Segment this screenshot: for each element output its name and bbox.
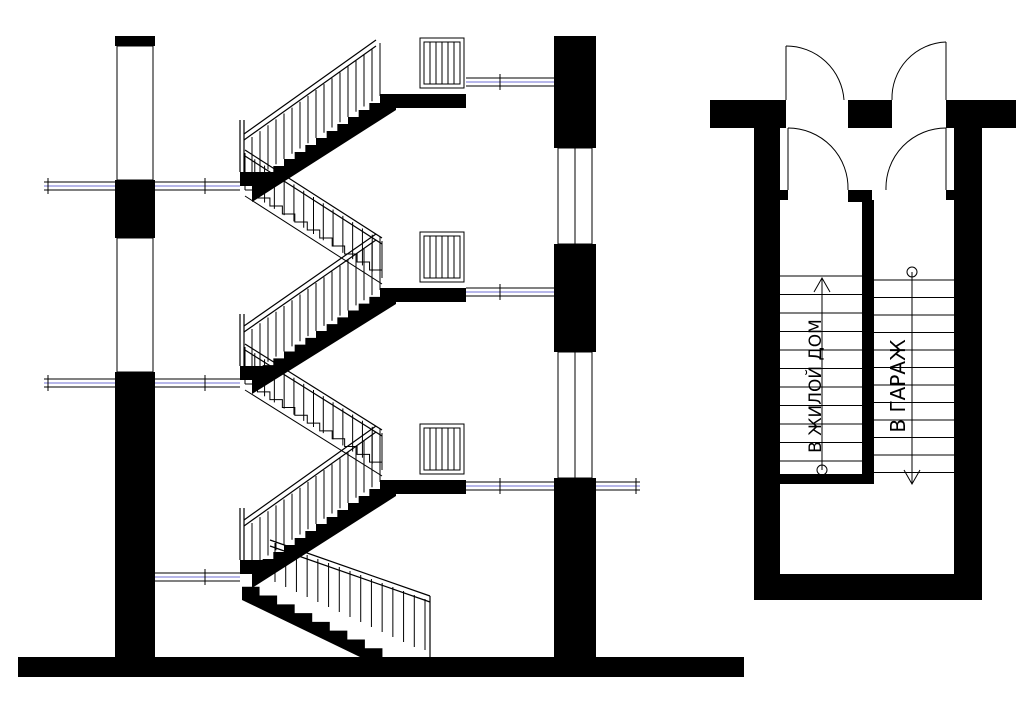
- stair-section: [18, 36, 744, 677]
- left-column: [115, 36, 155, 662]
- flight-back-3: [244, 149, 383, 285]
- door-inner-right: [885, 127, 947, 191]
- arrow-residential: [813, 276, 831, 476]
- stair-flights: [239, 37, 466, 657]
- label-residential: В ЖИЛОЙ ДОМ: [804, 319, 826, 453]
- plan-top-wall-right: [946, 100, 1016, 128]
- landing-top: [380, 37, 466, 108]
- plan-stair-treads: [780, 275, 954, 473]
- door-outer-right: [891, 41, 947, 101]
- window-bands: [44, 74, 640, 585]
- flight-ground: [242, 539, 431, 657]
- landing-middle: [380, 231, 466, 302]
- label-garage: В ГАРАЖ: [886, 339, 910, 433]
- left-landing-upper: [239, 120, 274, 186]
- plan-center-wall: [862, 200, 874, 482]
- flight-up-2: [243, 425, 396, 588]
- stair-plan: В ЖИЛОЙ ДОМ В ГАРАЖ: [710, 41, 1016, 600]
- arrow-garage: [903, 266, 921, 486]
- plan-bottom-wall: [754, 574, 982, 600]
- plan-door-partition-mid: [848, 190, 872, 202]
- window-left-upper: [44, 178, 240, 194]
- plan-landing-wall: [780, 474, 874, 484]
- window-right-lower: [466, 478, 640, 494]
- left-landing-lower: [239, 508, 274, 574]
- flight-up-4: [243, 39, 396, 202]
- plan-top-wall-mid: [848, 100, 892, 128]
- landing-lower: [380, 423, 466, 494]
- plan-door-partition-left: [780, 190, 788, 200]
- door-outer-left: [785, 45, 845, 101]
- plan-right-wall: [954, 128, 982, 600]
- door-inner-left: [787, 127, 849, 191]
- window-right-upper: [466, 74, 554, 90]
- plan-left-wall: [754, 128, 780, 600]
- left-landing-middle: [239, 314, 274, 380]
- window-right-middle: [466, 284, 554, 300]
- window-left-middle: [44, 375, 240, 391]
- flight-back-2: [244, 343, 383, 477]
- window-left-lower: [155, 569, 240, 585]
- plan-door-partition-right: [946, 190, 954, 200]
- plan-top-wall-left: [710, 100, 786, 128]
- right-column: [554, 36, 596, 662]
- flight-up-3: [243, 233, 396, 394]
